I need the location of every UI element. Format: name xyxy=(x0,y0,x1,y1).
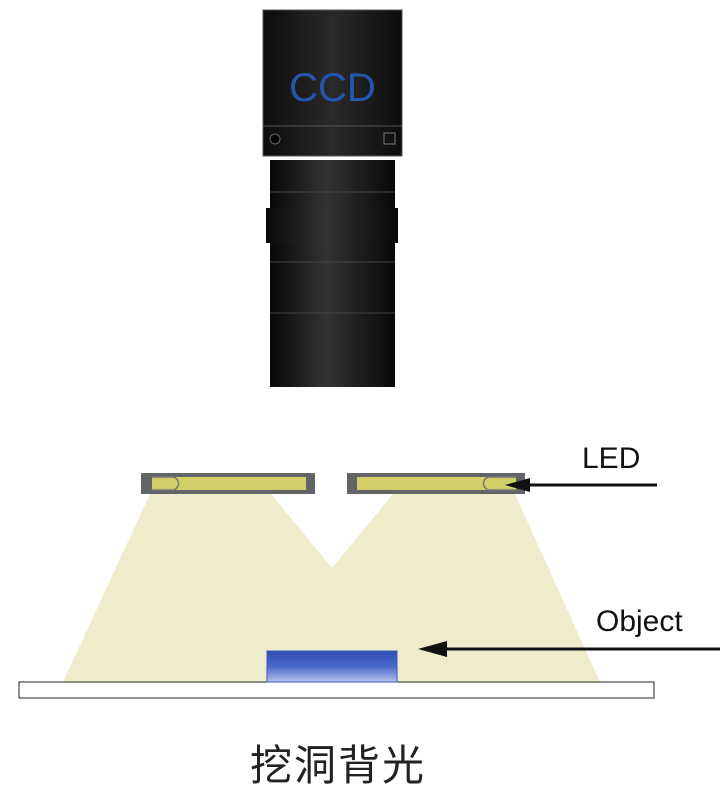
screw-left-icon xyxy=(269,133,281,145)
camera-body xyxy=(262,9,403,157)
caption: 挖洞背光 xyxy=(249,741,426,790)
lens-collar xyxy=(266,208,398,243)
ccd-camera xyxy=(262,9,403,387)
ccd-label: CCD xyxy=(289,66,376,110)
object xyxy=(266,650,398,683)
object-label: Object xyxy=(596,605,683,638)
object-arrow-icon xyxy=(418,641,720,657)
led-left xyxy=(141,473,315,494)
camera-lens xyxy=(270,160,395,387)
base-plate xyxy=(18,681,655,699)
led-label: LED xyxy=(582,442,641,475)
port-right-icon xyxy=(383,132,396,145)
led-right xyxy=(347,473,525,494)
light-beam xyxy=(63,494,600,682)
led-arrow-icon xyxy=(505,478,657,492)
